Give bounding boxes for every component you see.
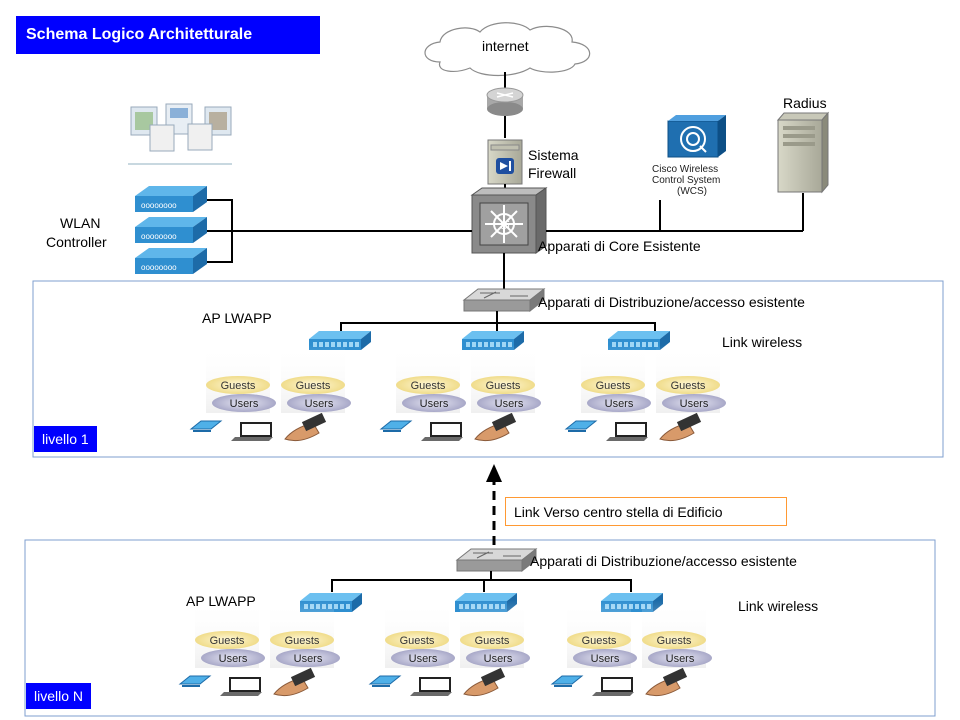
level-1-ap-label: AP LWAPP [202, 310, 272, 326]
users-label: Users [305, 398, 334, 410]
access-point-icon [608, 331, 670, 350]
users-label: Users [680, 398, 709, 410]
guests-label: Guests [285, 635, 320, 647]
page-title: Schema Logico Architetturale [16, 16, 320, 54]
level-n-ap-label: AP LWAPP [186, 593, 256, 609]
firewall-label-line1: Sistema [528, 147, 579, 163]
users-label: Users [219, 653, 248, 665]
internet-cloud-icon [424, 22, 591, 77]
guests-label: Guests [596, 380, 631, 392]
firewall-icon [487, 139, 523, 185]
level-1-link-wireless-label: Link wireless [722, 334, 803, 350]
guests-label: Guests [411, 380, 446, 392]
guests-label: Guests [671, 380, 706, 392]
guests-label: Guests [486, 380, 521, 392]
svg-text:oooooooo: oooooooo [141, 263, 177, 272]
users-label: Users [484, 653, 513, 665]
wcs-appliance-icon [667, 115, 726, 158]
wcs-label-line3: (WCS) [677, 186, 707, 197]
client-devices [189, 412, 327, 442]
management-screens-icon [128, 103, 232, 165]
level-n-link-wireless-label: Link wireless [738, 598, 819, 614]
radius-server-icon [776, 111, 830, 194]
users-label: Users [294, 653, 323, 665]
guests-label: Guests [221, 380, 256, 392]
client-devices [550, 667, 688, 697]
guests-label: Guests [400, 635, 435, 647]
wlan-controller-icon: oooooooo oooooooo oooooooo [135, 186, 207, 274]
access-point-icon [309, 331, 371, 350]
level-n-tag: livello N [26, 683, 92, 709]
guests-label: Guests [657, 635, 692, 647]
level-1-tag: livello 1 [34, 426, 97, 452]
users-label: Users [420, 398, 449, 410]
users-label: Users [591, 653, 620, 665]
users-label: Users [495, 398, 524, 410]
client-devices [368, 667, 506, 697]
svg-text:oooooooo: oooooooo [141, 201, 177, 210]
access-point-icon [462, 331, 524, 350]
svg-text:Si: Si [500, 220, 510, 232]
uplink-label: Link Verso centro stella di Edificio [505, 497, 787, 526]
guests-label: Guests [582, 635, 617, 647]
client-devices [178, 667, 316, 697]
users-label: Users [666, 653, 695, 665]
level-n-network [331, 547, 632, 592]
level-1-network [340, 287, 656, 335]
core-label: Apparati di Core Esistente [538, 238, 701, 254]
distribution-switch-icon [462, 287, 546, 313]
users-label: Users [605, 398, 634, 410]
wlan-label-line1: WLAN [60, 215, 101, 231]
guests-label: Guests [210, 635, 245, 647]
wcs-label-line2: Control System [652, 175, 721, 186]
radius-label: Radius [783, 95, 827, 111]
users-label: Users [230, 398, 259, 410]
client-devices [564, 412, 702, 442]
wcs-label-line1: Cisco Wireless [652, 164, 719, 175]
core-switch-icon: Si [470, 187, 548, 254]
router-icon [486, 87, 524, 116]
firewall-label-line2: Firewall [528, 165, 577, 181]
client-devices [379, 412, 517, 442]
distribution-switch-icon [455, 547, 538, 573]
svg-text:oooooooo: oooooooo [141, 232, 177, 241]
uplink-arrow [486, 464, 502, 545]
level-1-distribution-label: Apparati di Distribuzione/accesso esiste… [538, 294, 805, 310]
internet-label: internet [482, 38, 529, 54]
level-n-distribution-label: Apparati di Distribuzione/accesso esiste… [530, 553, 797, 569]
guests-label: Guests [475, 635, 510, 647]
wlan-label-line2: Controller [46, 234, 107, 250]
users-label: Users [409, 653, 438, 665]
guests-label: Guests [296, 380, 331, 392]
